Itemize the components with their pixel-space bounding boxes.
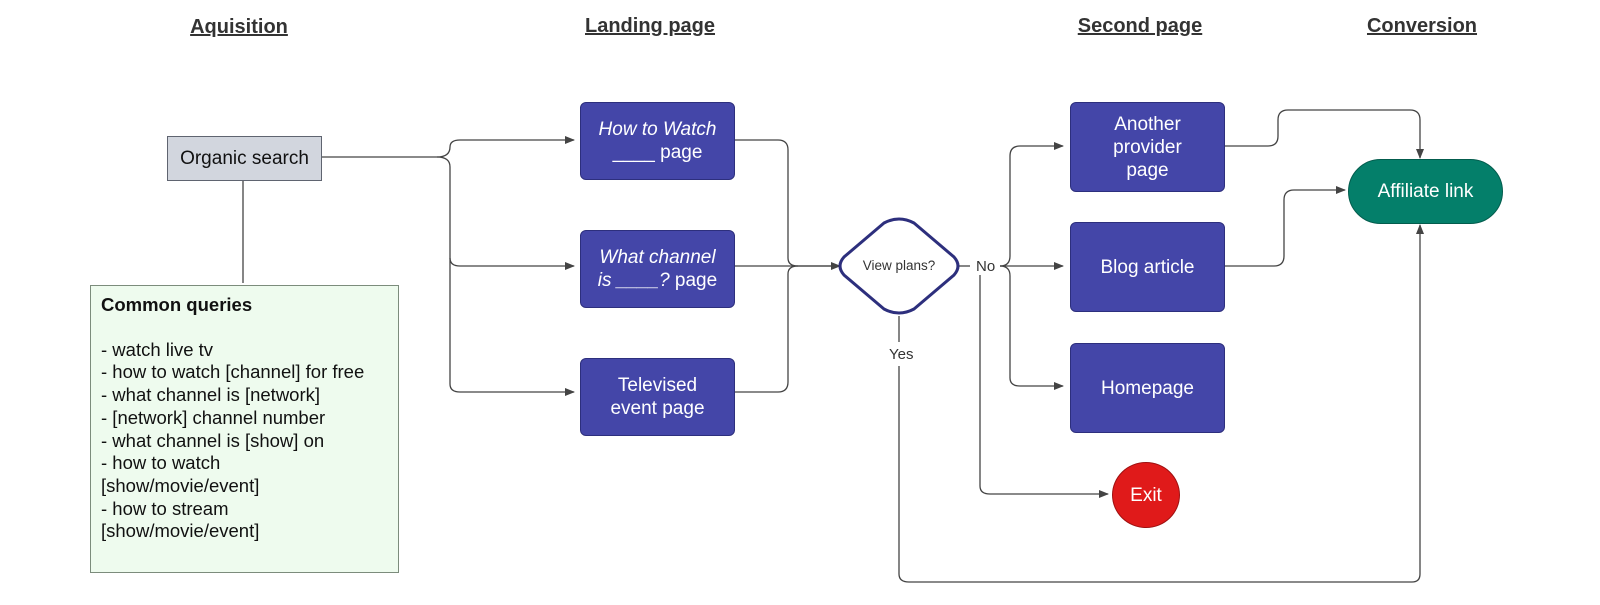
landing-what-channel-italic-a: What channel — [599, 247, 716, 268]
common-queries-title: Common queries — [101, 294, 253, 315]
landing-how-to-watch-rest: ____ page — [612, 142, 703, 163]
header-second-page: Second page — [1077, 15, 1203, 37]
blog-article-node: Blog article — [1070, 222, 1225, 312]
exit-node: Exit — [1112, 462, 1180, 528]
edge-label-no: No — [976, 258, 996, 275]
connector-organic-to-landing-1 — [321, 136, 575, 158]
header-landing-page: Landing page — [585, 15, 715, 37]
connector-no-to-homepage — [999, 265, 1064, 390]
decision-diamond — [838, 217, 960, 315]
connector-no-to-exit — [979, 274, 1109, 498]
connector-provider-to-affiliate — [1221, 109, 1424, 159]
affiliate-link-node: Affiliate link — [1348, 159, 1503, 224]
connector-organic-to-landing-2 — [436, 156, 575, 270]
homepage-node: Homepage — [1070, 343, 1225, 433]
header-conversion: Conversion — [1366, 15, 1478, 37]
connector-landing-3-to-decision — [733, 265, 799, 393]
landing-what-channel-node: What channel is ____? page — [580, 230, 735, 308]
header-acquisition: Aquisition — [190, 16, 288, 38]
landing-televised-event-node: Televised event page — [580, 358, 735, 436]
another-provider-page-node: Another provider page — [1070, 102, 1225, 192]
landing-how-to-watch-italic: How to Watch — [598, 119, 717, 140]
landing-how-to-watch-node: How to Watch ____ page — [580, 102, 735, 180]
connector-landing-1-to-decision — [733, 139, 841, 270]
connector-no-to-provider — [999, 142, 1064, 267]
landing-what-channel-italic-b: is ____? — [597, 270, 670, 291]
landing-what-channel-rest: page — [669, 270, 718, 291]
decision-label: View plans? — [862, 258, 936, 273]
connector-organic-to-landing-3 — [449, 258, 575, 396]
organic-search-node: Organic search — [167, 136, 322, 181]
connector-blog-to-affiliate — [1221, 186, 1346, 267]
common-queries-list: - watch live tv - how to watch [channel]… — [101, 338, 365, 542]
connector-yes-to-affiliate — [898, 224, 1424, 583]
common-queries-note: Common queries - watch live tv - how to … — [90, 285, 399, 573]
edge-label-yes: Yes — [889, 346, 914, 363]
